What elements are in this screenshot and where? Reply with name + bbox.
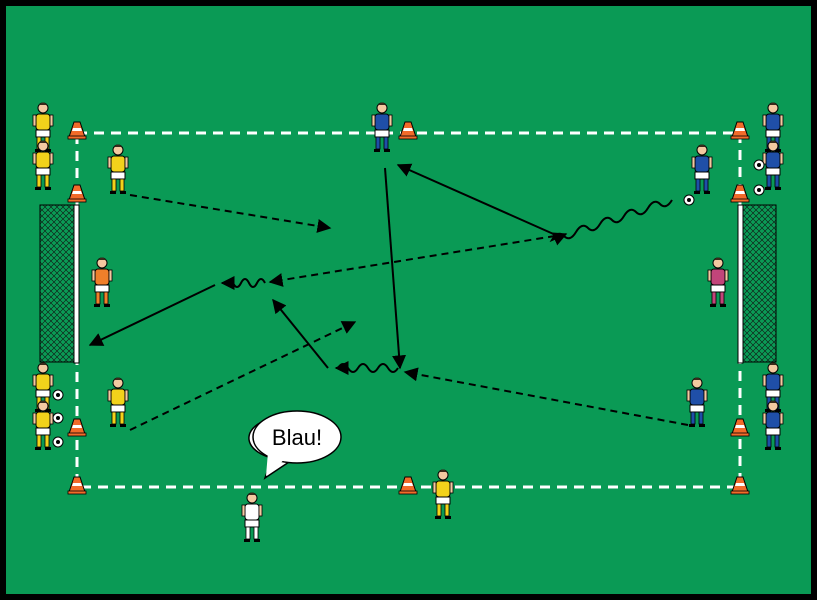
- ball-icon: [683, 194, 695, 206]
- dribble-arrow: [334, 361, 399, 375]
- pass-arrow: [268, 235, 556, 287]
- goal-left-icon: [39, 204, 80, 364]
- run-arrow: [396, 163, 559, 237]
- dribble-arrow: [549, 199, 673, 246]
- run-arrow: [88, 284, 216, 346]
- ball-icon: [753, 159, 765, 171]
- ball-icon: [52, 436, 64, 448]
- callout-text: Blau!: [272, 425, 322, 450]
- pass-arrow: [129, 321, 357, 431]
- pitch: [6, 6, 811, 594]
- run-arrow: [384, 167, 407, 370]
- ball-icon: [753, 184, 765, 196]
- pass-arrow: [129, 194, 332, 233]
- goal-right-icon: [737, 204, 777, 364]
- pass-arrows: [129, 194, 689, 431]
- run-arrows: [88, 163, 559, 370]
- ball-icon: [52, 389, 64, 401]
- dribble-arrow: [220, 276, 266, 290]
- ball-icon: [52, 412, 64, 424]
- run-arrow: [272, 298, 329, 369]
- speech-bubble: Blau!: [248, 410, 342, 480]
- dribble-arrows: [220, 199, 673, 375]
